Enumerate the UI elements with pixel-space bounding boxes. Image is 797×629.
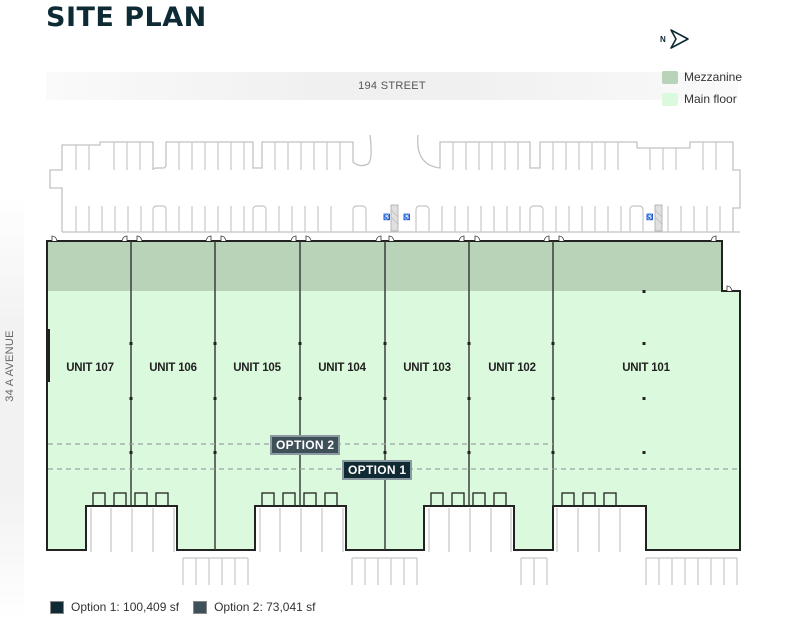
unit-label-104[interactable]: UNIT 104 — [318, 362, 366, 374]
street-34a-avenue — [0, 195, 24, 620]
option-1-area: Option 1: 100,409 sf — [71, 600, 180, 614]
demising-walls — [130, 241, 554, 550]
parking-stalls-top — [75, 142, 717, 170]
legend-label: Mezzanine — [684, 70, 743, 84]
accessible-parking-stalls: ♿ ♿ ♿ — [383, 204, 663, 232]
unit-label-106[interactable]: UNIT 106 — [149, 362, 197, 374]
floor-legend: Mezzanine Main floor — [662, 66, 742, 110]
street-label-top: 194 STREET — [358, 80, 426, 92]
parking-lot-north — [49, 134, 741, 233]
north-label: N — [660, 34, 666, 44]
option-2-swatch — [193, 600, 208, 614]
legend-label: Main floor — [684, 92, 737, 106]
loading-bays — [90, 508, 621, 552]
option-1-tag[interactable]: OPTION 1 — [342, 460, 413, 480]
north-arrow-icon — [669, 29, 689, 49]
street-194: 194 STREET — [46, 72, 738, 100]
svg-text:♿: ♿ — [403, 213, 411, 221]
legend-item-main-floor: Main floor — [662, 88, 742, 110]
unit-label-103[interactable]: UNIT 103 — [403, 362, 451, 374]
option-2-tag[interactable]: OPTION 2 — [270, 435, 341, 455]
option-1-legend-item: Option 1: 100,409 sf — [50, 600, 179, 614]
unit-label-101[interactable]: UNIT 101 — [622, 362, 670, 374]
parking-stalls-south — [182, 557, 738, 585]
option-1-swatch — [50, 600, 64, 614]
main-floor-area — [47, 241, 740, 550]
unit-label-105[interactable]: UNIT 105 — [233, 362, 281, 374]
svg-text:♿: ♿ — [646, 213, 654, 221]
main-floor-swatch — [662, 92, 678, 106]
unit-label-107[interactable]: UNIT 107 — [66, 362, 114, 374]
legend-item-mezzanine: Mezzanine — [662, 66, 742, 88]
svg-text:♿: ♿ — [383, 213, 391, 221]
entry-doors-north — [51, 235, 733, 292]
option-2-area: Option 2: 73,041 sf — [214, 600, 316, 614]
option-legend: Option 1: 100,409 sf Option 2: 73,041 sf — [50, 600, 329, 614]
mezzanine-swatch — [662, 70, 678, 84]
option-2-legend-item: Option 2: 73,041 sf — [193, 600, 315, 614]
loading-dock-doors — [92, 492, 617, 507]
compass: N — [660, 28, 690, 50]
page-title: SITE PLAN — [46, 2, 207, 33]
unit-label-102[interactable]: UNIT 102 — [488, 362, 536, 374]
parking-stalls-bottom — [75, 205, 721, 232]
